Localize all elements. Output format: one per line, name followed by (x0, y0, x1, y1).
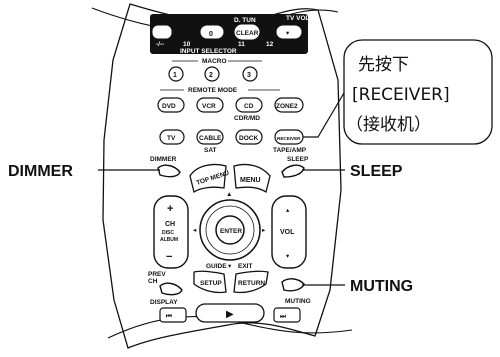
down-arrow-icon: ▾ (286, 30, 290, 37)
dimmer-button[interactable] (157, 164, 181, 178)
dashes-label: -/-- (156, 41, 164, 48)
guide-label: GUIDE (206, 263, 227, 270)
macro-label: MACRO (202, 58, 227, 65)
dock-button[interactable] (235, 129, 263, 145)
ch-rocker[interactable] (153, 195, 189, 269)
display-label: DISPLAY (150, 299, 178, 306)
receiver-label: RECEIVER (277, 136, 301, 141)
setup-label: SETUP (200, 280, 222, 287)
setup-button[interactable] (193, 270, 227, 294)
prev-ch-button[interactable] (159, 282, 183, 296)
clear-button-label: CLEAR (236, 30, 259, 37)
next-track-button[interactable] (273, 307, 301, 323)
macro-2-button[interactable] (204, 66, 220, 82)
right-arrow-icon: ▸ (262, 227, 266, 234)
left-arrow-icon: ◂ (193, 227, 197, 234)
macro-3-label: 3 (247, 72, 251, 79)
muting-button[interactable] (281, 278, 305, 292)
tv-button[interactable] (159, 129, 185, 145)
prev-track-button[interactable] (159, 307, 187, 323)
eleven-label: 11 (238, 41, 245, 48)
note-line-3: （接收机） (346, 115, 431, 135)
vcr-label: VCR (202, 103, 216, 110)
dvd-button[interactable] (157, 97, 185, 113)
sleep-callout: SLEEP (350, 163, 403, 180)
sleep-button[interactable] (281, 164, 305, 178)
note-bubble (343, 39, 493, 145)
zero-button[interactable] (199, 24, 225, 40)
sat-label: SAT (204, 147, 217, 154)
down-arrow-small-icon: ▾ (228, 263, 232, 270)
vol-label: VOL (280, 229, 295, 236)
macro-1-button[interactable] (168, 66, 184, 82)
note-line-2: [RECEIVER] (352, 85, 450, 105)
muting-small-label: MUTING (285, 298, 311, 305)
tape-amp-label: TAPE/AMP (273, 147, 307, 154)
return-label: RETURN (238, 280, 265, 287)
muting-callout: MUTING (350, 278, 413, 295)
menu-label: MENU (240, 177, 261, 184)
vol-rocker[interactable] (271, 195, 307, 269)
d-tun-label: D. TUN (234, 17, 256, 24)
enter-label: ENTER (220, 228, 242, 235)
play-icon: ▶ (226, 309, 234, 320)
ch-label: CH (165, 221, 175, 228)
left-key-stub[interactable] (151, 24, 173, 40)
vcr-button[interactable] (196, 97, 224, 113)
tv-vol-label: TV VOL (286, 15, 310, 22)
macro-2-label: 2 (209, 72, 213, 79)
remote-mode-label: REMOTE MODE (188, 87, 238, 94)
exit-label: EXIT (238, 263, 252, 270)
vol-down-icon: ▾ (286, 253, 290, 260)
prev-label: PREV (148, 271, 166, 278)
input-selector-label: INPUT SELECTOR (180, 48, 237, 55)
cable-label: CABLE (199, 135, 222, 142)
sleep-small-label: SLEEP (287, 156, 309, 163)
dimmer-callout: DIMMER (8, 163, 73, 180)
next-track-icon: ⏭ (280, 313, 286, 320)
zero-button-label: 0 (209, 31, 213, 38)
dvd-label: DVD (162, 103, 176, 110)
vol-up-icon: ▴ (286, 207, 290, 214)
prev-ch-label: CH (148, 278, 158, 285)
tv-label: TV (167, 135, 176, 142)
cd-label: CD (244, 103, 254, 110)
menu-button[interactable] (233, 163, 271, 194)
prev-track-icon: ⏮ (166, 313, 172, 320)
zone2-button[interactable] (274, 97, 304, 113)
top-menu-button[interactable] (189, 163, 227, 194)
twelve-label: 12 (266, 41, 274, 48)
up-arrow-icon: ▲ (226, 191, 232, 198)
note-line-1: 先按下 (358, 55, 409, 75)
disc-label: DISC (162, 230, 174, 236)
macro-3-button[interactable] (242, 66, 258, 82)
album-label: ALBUM (160, 237, 178, 243)
cursor-ring-inner (205, 205, 255, 255)
return-button[interactable] (233, 270, 269, 294)
receiver-leader (303, 75, 355, 138)
play-button[interactable] (195, 303, 265, 323)
clear-button[interactable] (233, 23, 261, 41)
cd-button[interactable] (235, 97, 263, 113)
dimmer-small-label: DIMMER (150, 156, 177, 163)
cable-button[interactable] (196, 129, 224, 145)
ch-minus-label: − (166, 251, 172, 263)
ten-label: 10 (183, 41, 191, 48)
macro-1-label: 1 (173, 72, 177, 79)
dock-label: DOCK (239, 135, 258, 142)
input-selector-panel (150, 14, 308, 54)
ch-plus-label: + (167, 203, 173, 215)
tv-vol-down-button[interactable] (275, 24, 303, 40)
enter-button[interactable] (215, 215, 245, 245)
cdr-md-label: CDR/MD (234, 115, 260, 122)
zone2-label: ZONE2 (276, 103, 298, 110)
